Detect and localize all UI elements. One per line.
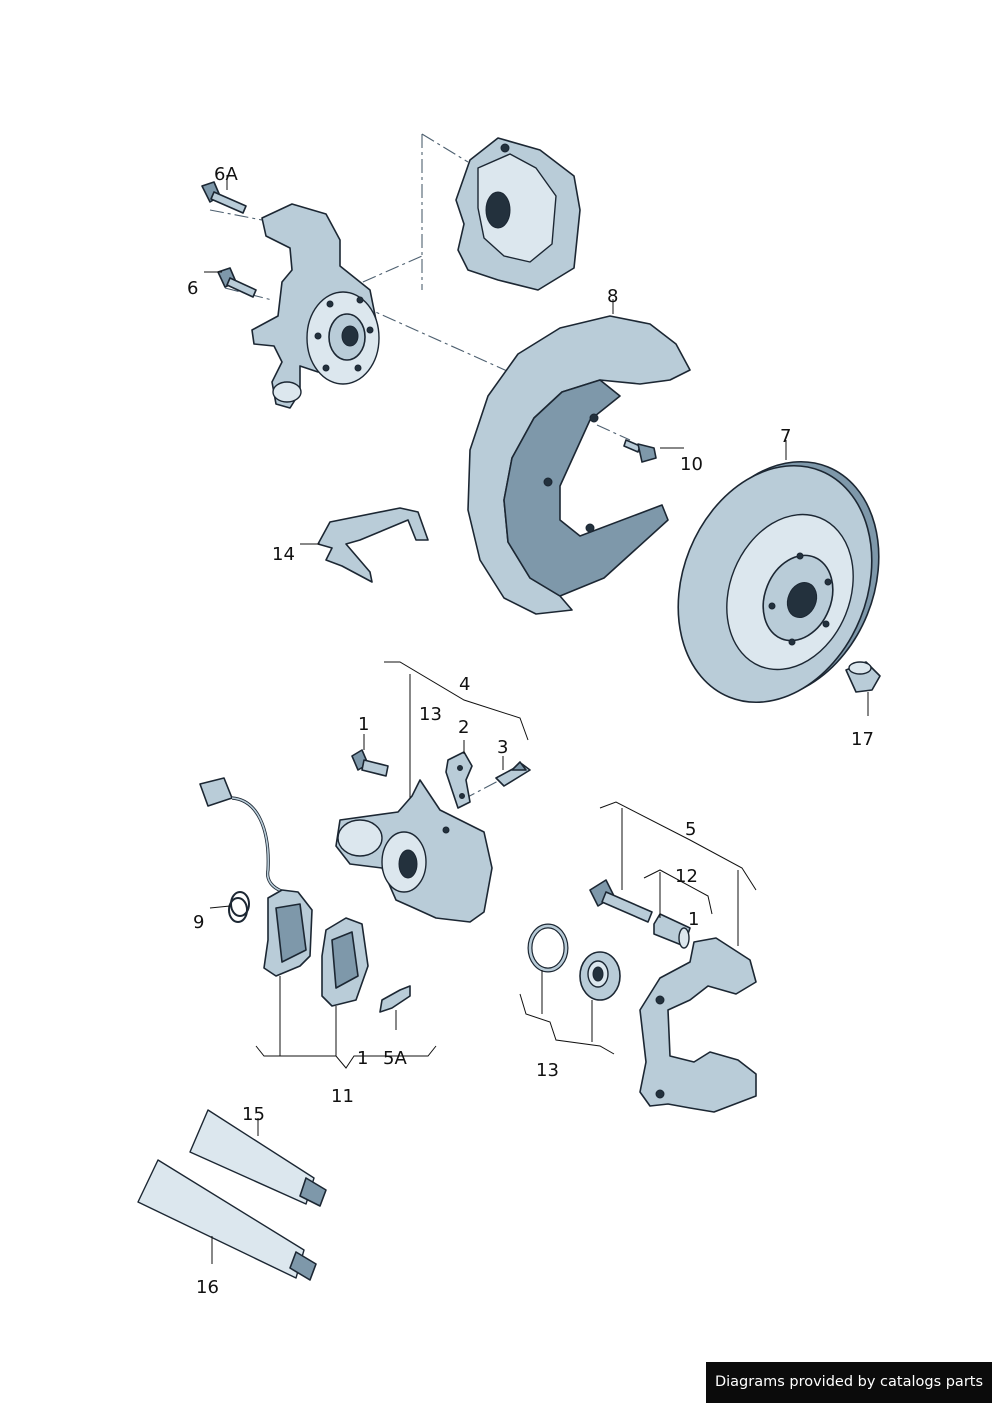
label-1-sleeve: 1 xyxy=(688,909,699,930)
carrier-bolt xyxy=(589,879,653,923)
label-6a: 6A xyxy=(214,164,238,185)
label-2: 2 xyxy=(458,717,469,738)
label-15: 15 xyxy=(242,1104,265,1125)
grease-tube-15 xyxy=(189,1109,327,1207)
label-12: 12 xyxy=(675,866,698,887)
bolt-6a xyxy=(201,181,247,214)
brake-pads xyxy=(263,889,369,1007)
attribution-text: Diagrams provided by catalogs parts xyxy=(714,1374,984,1390)
label-13-carrier: 13 xyxy=(536,1060,559,1081)
grease-tube-16 xyxy=(137,1159,317,1281)
guide-bushing xyxy=(579,951,621,1001)
callout-labels: 6A 6 8 10 7 14 17 4 13 1 2 3 5 12 1 9 1 … xyxy=(187,164,874,1298)
label-11: 11 xyxy=(331,1086,354,1107)
label-8: 8 xyxy=(607,286,618,307)
shield-bracket xyxy=(317,507,429,583)
leader-lines xyxy=(204,175,869,1264)
attribution-banner: Diagrams provided by catalogs parts xyxy=(706,1362,992,1403)
spring-clip xyxy=(228,891,250,923)
label-6: 6 xyxy=(187,278,198,299)
caliper-carrier-top xyxy=(455,137,581,291)
wear-sensor xyxy=(199,777,285,894)
label-13-caliper: 13 xyxy=(419,704,442,725)
label-5a: 5A xyxy=(383,1048,407,1069)
pad-clip xyxy=(379,985,411,1013)
brake-disc xyxy=(677,460,880,704)
guide-bolt xyxy=(351,749,389,777)
label-4: 4 xyxy=(459,674,470,695)
bleeder-cap xyxy=(445,751,473,809)
label-17: 17 xyxy=(851,729,874,750)
label-9: 9 xyxy=(193,912,204,933)
brake-caliper xyxy=(335,779,493,923)
label-16: 16 xyxy=(196,1277,219,1298)
label-14: 14 xyxy=(272,544,295,565)
wheel-bearing-housing xyxy=(251,203,380,409)
bolt-17 xyxy=(845,661,881,693)
label-3: 3 xyxy=(497,737,508,758)
bolt-6 xyxy=(217,267,257,298)
splash-shield xyxy=(467,315,691,615)
bolt-10 xyxy=(623,439,657,463)
seal-ring xyxy=(527,923,569,973)
label-7: 7 xyxy=(780,426,791,447)
label-5: 5 xyxy=(685,819,696,840)
label-1-bolt: 1 xyxy=(358,714,369,735)
caliper-carrier xyxy=(639,937,757,1113)
bleeder-valve xyxy=(495,761,531,787)
label-10: 10 xyxy=(680,454,703,475)
label-1-pads: 1 xyxy=(357,1048,368,1069)
guide-sleeve xyxy=(653,913,691,949)
